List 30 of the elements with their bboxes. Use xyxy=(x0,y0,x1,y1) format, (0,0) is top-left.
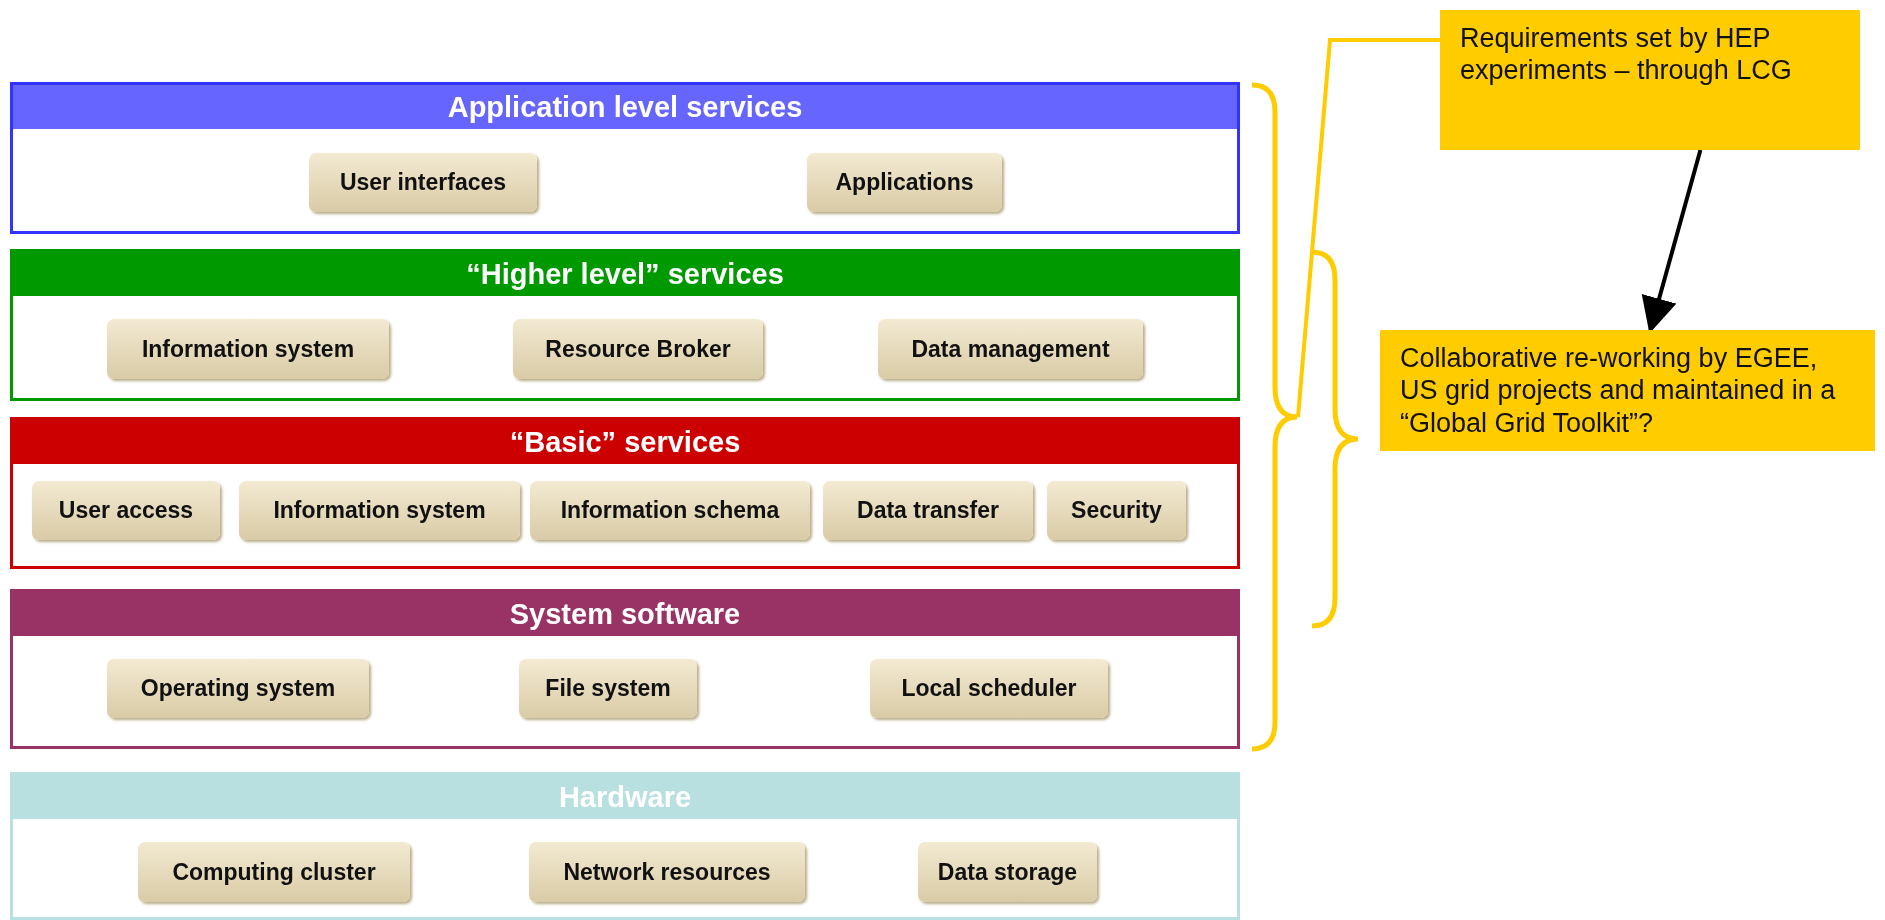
layer-heading: “Basic” services xyxy=(13,420,1237,464)
service-box: Computing cluster xyxy=(138,842,410,902)
layer-panel xyxy=(10,772,1240,920)
service-box: Network resources xyxy=(529,842,805,902)
layer-panel xyxy=(10,249,1240,401)
layer-panel xyxy=(10,417,1240,569)
layer-heading: Hardware xyxy=(13,775,1237,819)
service-box: Resource Broker xyxy=(513,319,763,379)
service-box: Information schema xyxy=(530,481,810,540)
layer-heading: Application level services xyxy=(13,85,1237,129)
service-box: Information system xyxy=(107,319,389,379)
callout-box: Collaborative re-working by EGEE, US grid projects and maintained in a “Global Grid Toolkit”? xyxy=(1380,330,1875,452)
layer-heading: “Higher level” services xyxy=(13,252,1237,296)
service-box: Operating system xyxy=(107,659,369,718)
service-box: User interfaces xyxy=(309,153,537,212)
service-box: Information system xyxy=(239,481,520,540)
service-box: Data management xyxy=(878,319,1143,379)
service-box: User access xyxy=(32,481,220,540)
service-box: Local scheduler xyxy=(870,659,1108,718)
curly-bracket xyxy=(1250,82,1300,752)
layer-panel xyxy=(10,82,1240,234)
service-box: Data storage xyxy=(918,842,1097,902)
layer-heading: System software xyxy=(13,592,1237,636)
layer-panel xyxy=(10,589,1240,749)
service-box: Data transfer xyxy=(823,481,1033,540)
leader-line xyxy=(1296,38,1440,418)
service-box: Security xyxy=(1047,481,1186,540)
service-box: File system xyxy=(519,659,697,718)
service-box: Applications xyxy=(807,153,1002,212)
callout-box: Requirements set by HEP experiments – through LCG xyxy=(1440,10,1860,150)
